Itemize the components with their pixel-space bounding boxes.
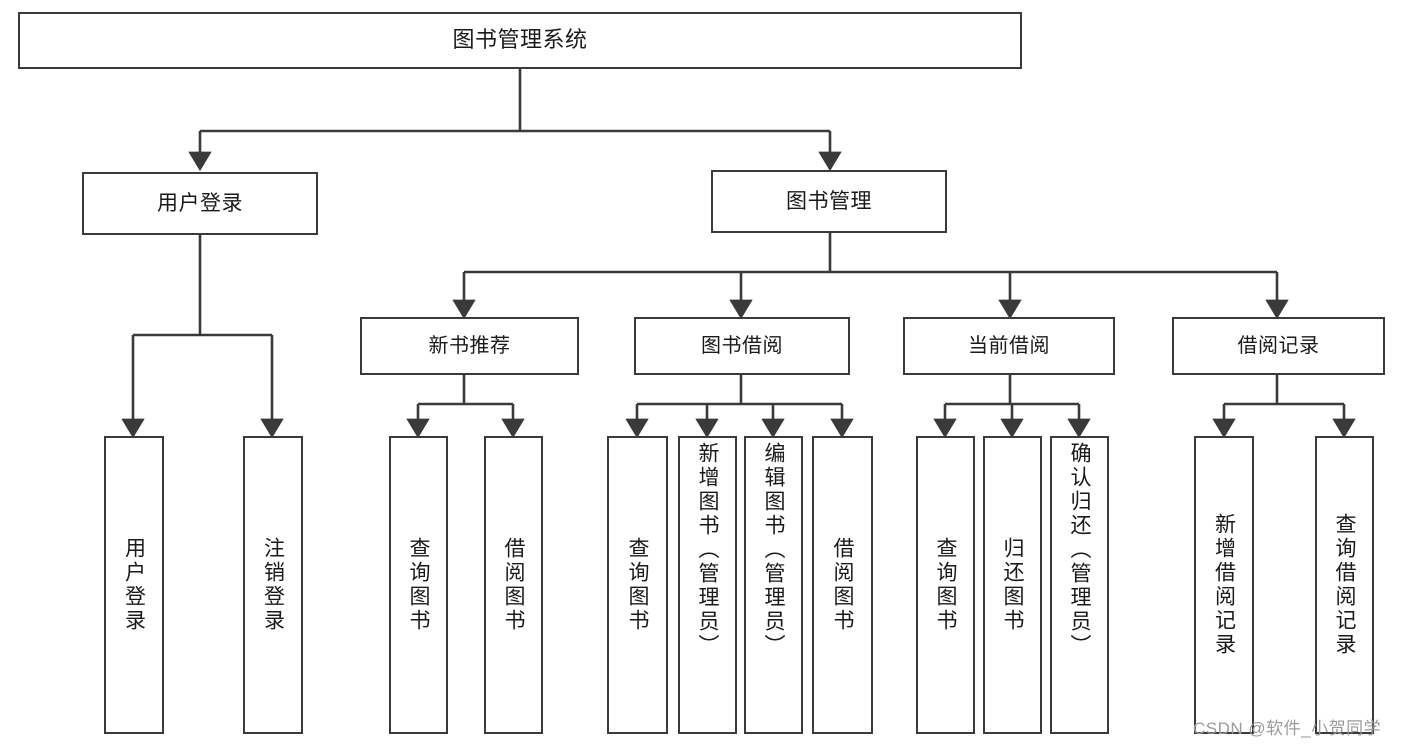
leaf-return-book[interactable]: 归还图书 [983, 436, 1042, 734]
node-new-book-recommend[interactable]: 新书推荐 [360, 317, 579, 375]
leaf-query-borrow-record[interactable]: 查询借阅记录 [1315, 436, 1374, 734]
leaf-borrow-book-new-label: 借阅图书 [502, 537, 525, 633]
leaf-query-book-borrow-label: 查询图书 [626, 537, 649, 633]
node-book-borrow[interactable]: 图书借阅 [634, 317, 850, 375]
leaf-query-book-new[interactable]: 查询图书 [389, 436, 448, 734]
leaf-query-borrow-record-label: 查询借阅记录 [1333, 513, 1356, 657]
leaf-add-book-admin-label: 新增图书（管理员） [696, 442, 719, 658]
leaf-logout[interactable]: 注销登录 [243, 436, 303, 734]
leaf-add-book-admin[interactable]: 新增图书（管理员） [678, 436, 737, 734]
leaf-add-borrow-record[interactable]: 新增借阅记录 [1194, 436, 1254, 734]
node-user-login-label: 用户登录 [157, 191, 243, 215]
leaf-borrow-book-borrow[interactable]: 借阅图书 [812, 436, 873, 734]
leaf-confirm-return-admin-label: 确认归还（管理员） [1068, 442, 1091, 658]
node-book-management-label: 图书管理 [786, 189, 872, 213]
node-borrow-record-label: 借阅记录 [1237, 334, 1320, 357]
leaf-add-borrow-record-label: 新增借阅记录 [1212, 513, 1236, 657]
leaf-return-book-label: 归还图书 [1001, 537, 1024, 633]
leaf-query-book-borrow[interactable]: 查询图书 [607, 436, 668, 734]
node-root[interactable]: 图书管理系统 [18, 12, 1022, 69]
node-current-borrow-label: 当前借阅 [968, 334, 1050, 357]
node-current-borrow[interactable]: 当前借阅 [903, 317, 1115, 375]
node-new-book-recommend-label: 新书推荐 [428, 334, 511, 357]
leaf-edit-book-admin[interactable]: 编辑图书（管理员） [744, 436, 803, 734]
leaf-query-book-current[interactable]: 查询图书 [916, 436, 975, 734]
node-root-label: 图书管理系统 [452, 27, 588, 53]
node-book-management[interactable]: 图书管理 [711, 170, 947, 233]
leaf-user-login[interactable]: 用户登录 [104, 436, 164, 734]
leaf-logout-label: 注销登录 [261, 537, 285, 633]
leaf-edit-book-admin-label: 编辑图书（管理员） [762, 442, 785, 658]
leaf-user-login-label: 用户登录 [122, 537, 146, 633]
leaf-confirm-return-admin[interactable]: 确认归还（管理员） [1050, 436, 1109, 734]
leaf-borrow-book-borrow-label: 借阅图书 [831, 537, 854, 633]
leaf-borrow-book-new[interactable]: 借阅图书 [484, 436, 543, 734]
leaf-query-book-current-label: 查询图书 [934, 537, 957, 633]
node-user-login[interactable]: 用户登录 [82, 172, 318, 235]
watermark: CSDN @软件_小贺同学 [1193, 719, 1382, 738]
node-book-borrow-label: 图书借阅 [701, 334, 783, 357]
leaf-query-book-new-label: 查询图书 [407, 537, 430, 633]
node-borrow-record[interactable]: 借阅记录 [1172, 317, 1385, 375]
